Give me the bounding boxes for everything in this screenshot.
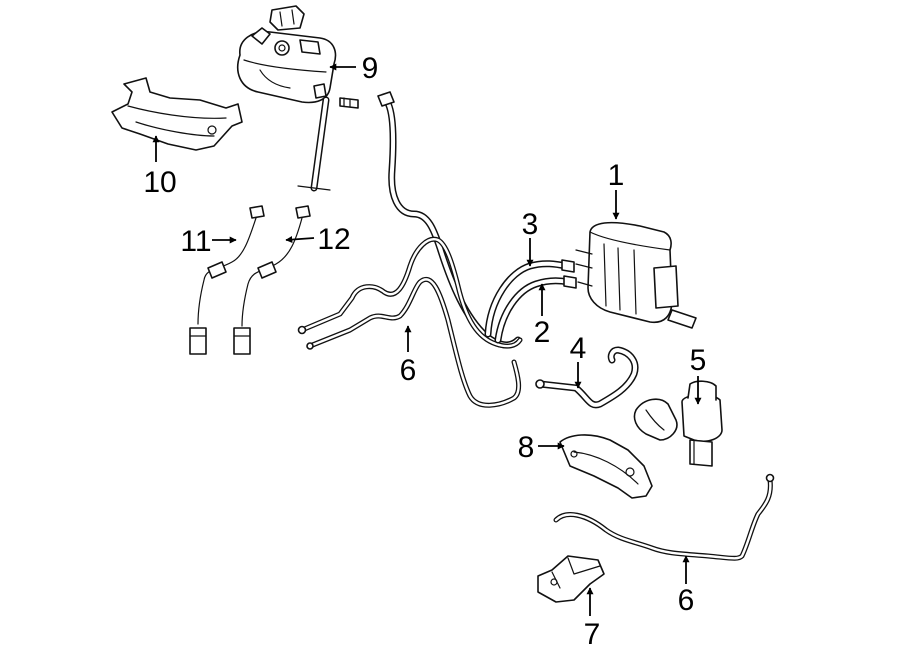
callout-4: 4	[570, 332, 587, 389]
callout-6-upper: 6	[400, 325, 417, 387]
part-9-tank-assembly	[236, 5, 359, 192]
callout-label-8: 8	[518, 431, 535, 464]
callout-10: 10	[143, 135, 177, 199]
callout-11: 11	[180, 225, 237, 258]
callout-8: 8	[518, 431, 565, 464]
callout-label-10: 10	[143, 166, 176, 199]
callout-6-lower: 6	[678, 555, 695, 617]
callout-label-11: 11	[180, 225, 211, 258]
part-1-canister	[575, 221, 697, 329]
callout-7: 7	[584, 587, 601, 651]
part-7-bracket	[537, 555, 605, 603]
part-10-heat-shield	[111, 77, 243, 151]
part-5-solenoid	[633, 380, 723, 467]
callout-5: 5	[690, 344, 707, 405]
part-6-lower-line	[553, 473, 775, 561]
callout-label-12: 12	[317, 223, 350, 256]
part-2-hose	[494, 275, 577, 344]
callout-label-3: 3	[522, 208, 539, 241]
callout-label-6-lower: 6	[678, 584, 695, 617]
callout-label-6-upper: 6	[400, 354, 417, 387]
callout-label-9: 9	[362, 52, 379, 85]
callout-2: 2	[534, 283, 551, 349]
callout-label-2: 2	[534, 316, 551, 349]
callout-label-5: 5	[690, 344, 707, 377]
part-12-sensor	[233, 205, 311, 355]
callout-label-4: 4	[570, 332, 587, 365]
callout-3: 3	[522, 208, 539, 267]
callout-9: 9	[329, 52, 379, 85]
callout-1: 1	[608, 159, 625, 220]
part-4-hose	[535, 346, 639, 409]
part-11-sensor	[189, 205, 265, 355]
callout-12: 12	[285, 223, 351, 256]
callout-label-1: 1	[608, 159, 625, 192]
callout-label-7: 7	[584, 618, 601, 651]
part-8-shield	[559, 434, 653, 499]
